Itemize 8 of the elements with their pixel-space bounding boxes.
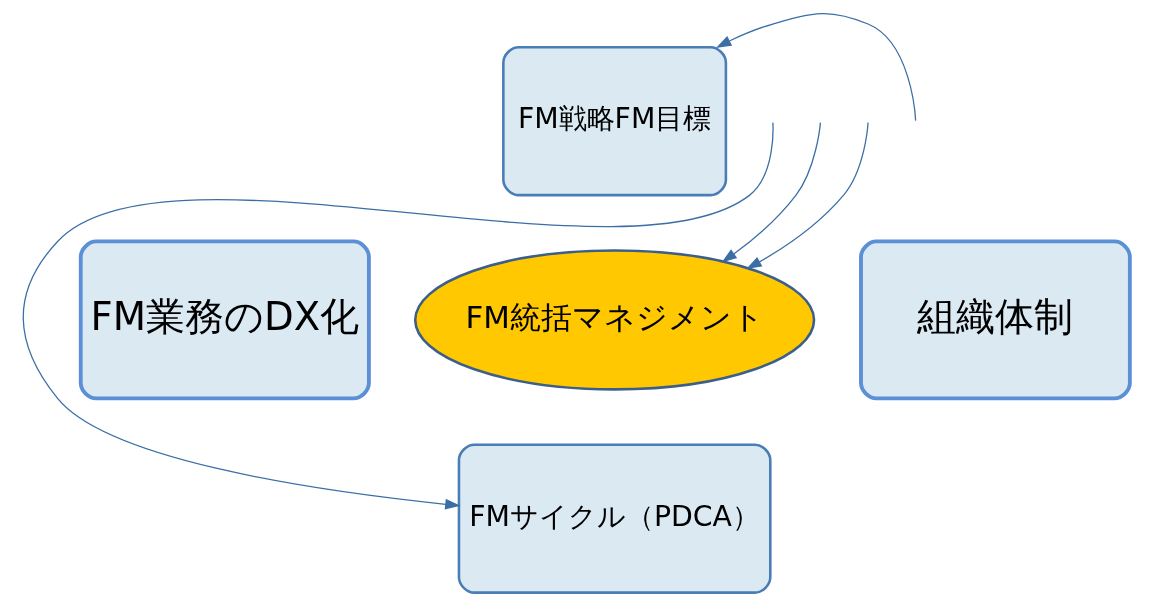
arrow [22,121,774,510]
node-box: FM業務のDX化 [78,239,371,401]
arrow [746,121,869,270]
arrow [715,13,917,122]
node-box: FM戦略FM目標 [502,45,728,197]
arrow [721,121,822,263]
node-box: 組織体制 [859,239,1132,401]
node-box: FMサイクル（PDCA） [457,443,772,594]
